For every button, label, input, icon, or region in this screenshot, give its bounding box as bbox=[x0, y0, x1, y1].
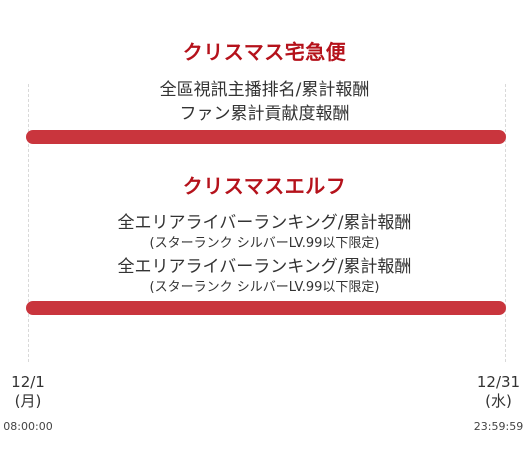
event-title-christmas-delivery: クリスマス宅急便 bbox=[182, 40, 347, 64]
timeline-end-guide bbox=[505, 84, 506, 362]
event-2-description-line-1: 全エリアライバーランキング/累計報酬 bbox=[117, 213, 412, 233]
event-2-description-note-2: (スターランク シルバーLV.99以下限定) bbox=[149, 280, 380, 295]
timeline-end: 12/31 (水) 23:59:59 bbox=[468, 373, 529, 436]
event-2-period-bar bbox=[26, 301, 506, 315]
event-title-christmas-elf: クリスマスエルフ bbox=[182, 174, 347, 198]
event-1-period-bar bbox=[26, 130, 506, 144]
event-2-description-line-2: 全エリアライバーランキング/累計報酬 bbox=[117, 257, 412, 277]
timeline-start: 12/1 (月) 08:00:00 bbox=[0, 373, 56, 436]
timeline-end-time: 23:59:59 bbox=[473, 420, 524, 433]
timeline-start-guide bbox=[28, 84, 29, 362]
event-2-description-note-1: (スターランク シルバーLV.99以下限定) bbox=[149, 236, 380, 251]
timeline-end-weekday: (水) bbox=[485, 392, 512, 410]
event-1-description-line-2: ファン累計貢献度報酬 bbox=[179, 104, 350, 124]
timeline-start-weekday: (月) bbox=[14, 392, 42, 410]
event-1-description-line-1: 全區視訊主播排名/累計報酬 bbox=[159, 80, 370, 100]
timeline-start-date: 12/1 bbox=[11, 373, 45, 391]
timeline-end-date: 12/31 bbox=[476, 373, 521, 391]
timeline-start-time: 08:00:00 bbox=[3, 420, 53, 433]
